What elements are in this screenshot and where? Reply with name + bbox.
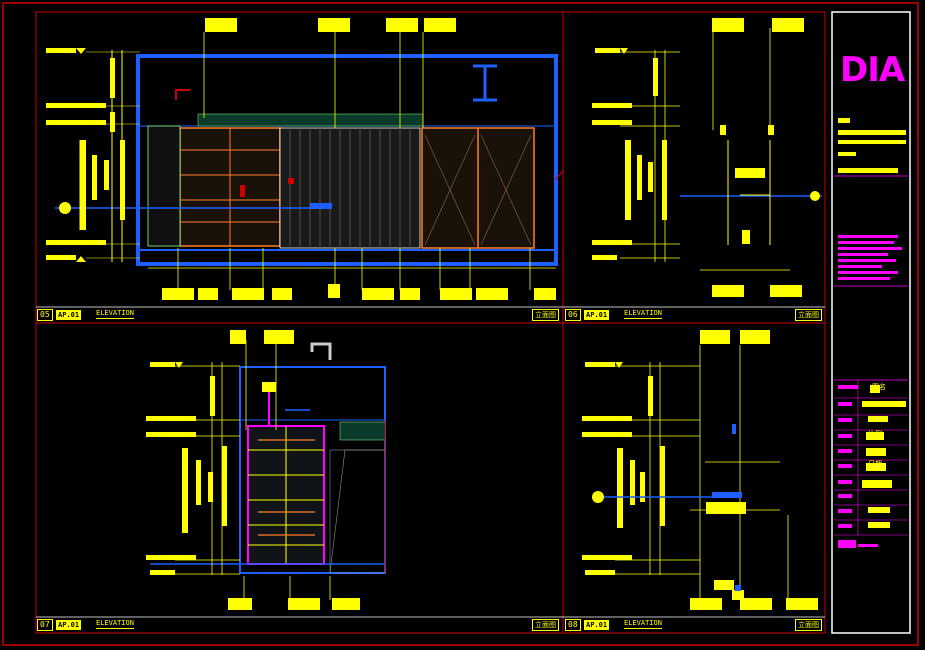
title-block-field-name: 图名: [872, 383, 886, 391]
panel-06-title: ELEVATION: [624, 309, 662, 319]
title-block-field-scale: 比例: [868, 430, 882, 438]
title-block-frame: [831, 11, 911, 634]
panel-05-title: ELEVATION: [96, 309, 134, 319]
panel-06-number: 06: [565, 309, 581, 321]
panel-05-ref: AP.01: [56, 310, 82, 320]
panel-07-title: ELEVATION: [96, 619, 134, 629]
panel-06-scale: 立面图: [795, 309, 822, 321]
title-block-graphics: [834, 118, 908, 548]
title-block-field-date: 日期: [868, 460, 882, 468]
panel-08-ref: AP.01: [584, 620, 610, 630]
panel-08-number: 08: [565, 619, 581, 631]
company-logo: DIA: [840, 50, 905, 90]
elevation-06: [592, 18, 822, 297]
panel-05-number: 05: [37, 309, 53, 321]
elevation-05: [46, 18, 565, 300]
elevation-08: [582, 330, 818, 610]
elevation-07: [146, 330, 386, 610]
panel-caption-lines: [36, 306, 825, 618]
panel-07-number: 07: [37, 619, 53, 631]
panel-06-ref: AP.01: [584, 310, 610, 320]
panel-08-title: ELEVATION: [624, 619, 662, 629]
panel-08-scale: 立面图: [795, 619, 822, 631]
panel-07-scale: 立面图: [532, 619, 559, 631]
panel-07-ref: AP.01: [56, 620, 82, 630]
panel-05-scale: 立面图: [532, 309, 559, 321]
